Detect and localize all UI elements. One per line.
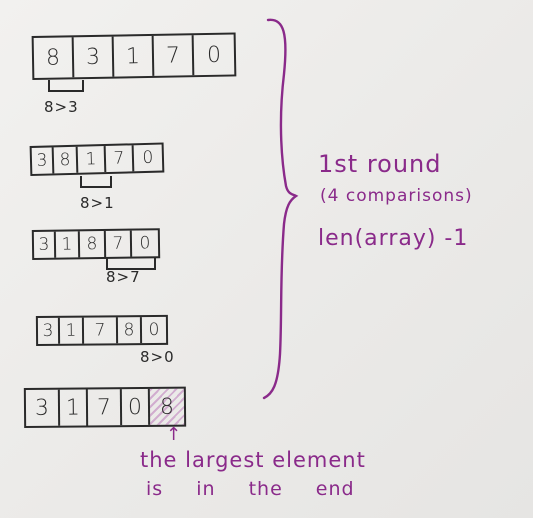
array-cell: 8 <box>117 317 143 344</box>
array-row-1: 8 3 1 7 0 <box>31 32 237 80</box>
array-cell: 1 <box>113 35 155 77</box>
array-cell: 7 <box>83 317 119 344</box>
array-cell: 3 <box>33 231 57 258</box>
array-cell: 3 <box>25 389 61 426</box>
array-row-4: 3 1 7 8 0 <box>35 314 169 346</box>
array-cell: 0 <box>206 42 222 68</box>
comparisons-label: (4 comparisons) <box>320 186 473 206</box>
array-cell: 7 <box>153 35 195 76</box>
array-cell: 1 <box>77 146 107 173</box>
array-cell: 1 <box>55 231 81 258</box>
formula-label: len(array) -1 <box>318 226 469 251</box>
array-cell: 3 <box>31 147 55 174</box>
largest-element-cell: 8 <box>149 388 185 425</box>
comparison-bracket <box>106 258 156 270</box>
array-row-2: 3 8 1 7 0 <box>29 142 165 176</box>
array-cell: 8 <box>79 230 107 258</box>
comparison-label: 8>7 <box>106 268 141 286</box>
comparison-label: 8>3 <box>44 98 79 116</box>
array-cell: 8 <box>53 146 79 174</box>
array-cell: 0 <box>142 147 154 169</box>
array-cell: 0 <box>139 233 151 254</box>
array-row-final: 3 1 7 0 8 <box>23 386 187 428</box>
conclusion-line-2: is in the end <box>146 478 355 500</box>
array-cell: 0 <box>148 319 160 341</box>
comparison-label: 8>1 <box>80 194 115 212</box>
comparison-bracket <box>80 176 112 188</box>
array-cell: 8 <box>33 37 75 78</box>
array-cell: 1 <box>59 317 85 344</box>
array-cell: 7 <box>87 389 123 426</box>
comparison-label: 8>0 <box>140 348 175 366</box>
conclusion-line-1: the largest element <box>140 448 366 472</box>
round-label: 1st round <box>318 150 442 178</box>
comparison-bracket <box>48 80 84 92</box>
array-row-3: 3 1 8 7 0 <box>31 228 161 260</box>
array-cell: 3 <box>37 317 61 344</box>
round-brace <box>262 18 299 400</box>
array-cell: 7 <box>105 145 135 173</box>
array-cell: 7 <box>105 230 133 257</box>
array-cell: 1 <box>59 389 89 426</box>
array-cell: 3 <box>73 36 115 78</box>
array-cell: 0 <box>121 388 151 426</box>
arrow-up-icon: ↑ <box>166 424 182 445</box>
